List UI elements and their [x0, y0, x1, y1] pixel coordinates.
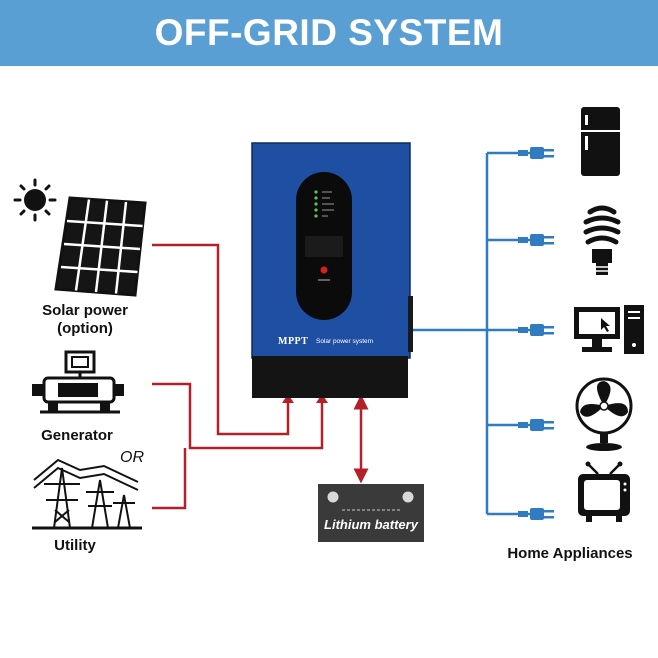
input-wiring [152, 243, 324, 510]
battery-icon [318, 484, 424, 542]
solar-panel-icon [54, 196, 147, 297]
inverter-subtitle: Solar power system [316, 338, 374, 345]
plug-icon [518, 234, 554, 246]
plug-icon [518, 508, 554, 520]
plug-icons [518, 147, 554, 520]
fan-icon [575, 377, 633, 451]
utility-line [152, 448, 187, 510]
plug-icon [518, 147, 554, 159]
refrigerator-icon [581, 107, 620, 176]
inverter-unit [251, 142, 413, 398]
title-banner [0, 0, 658, 66]
utility-tower-icon [32, 458, 142, 530]
bulb-icon [583, 205, 621, 275]
page-title: OFF-GRID SYSTEM [154, 12, 504, 53]
generator-arrow [316, 394, 328, 403]
power-button-icon [320, 266, 328, 274]
solar-power-label: Solar power (option) [20, 302, 150, 338]
plug-icon [518, 419, 554, 431]
inverter-brand: MPPT [278, 336, 309, 347]
plug-icon [518, 324, 554, 336]
output-wiring [410, 151, 540, 516]
solar-label-line1: Solar power [42, 302, 128, 319]
solar-label-line2: (option) [57, 320, 113, 337]
tv-icon [578, 461, 630, 522]
generator-line [152, 382, 324, 450]
home-appliances-label: Home Appliances [507, 545, 633, 562]
solar-line [152, 243, 290, 436]
solar-arrow [282, 394, 294, 403]
generator-label: Generator [41, 427, 113, 444]
computer-icon [574, 305, 644, 354]
sun-icon [13, 178, 57, 222]
battery-label: Lithium battery [324, 517, 418, 532]
or-label: OR [120, 449, 144, 466]
utility-label: Utility [54, 537, 96, 554]
generator-icon [32, 350, 124, 414]
